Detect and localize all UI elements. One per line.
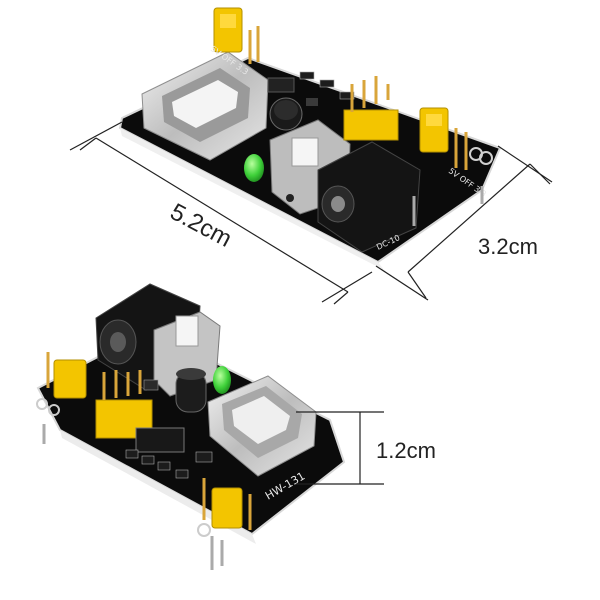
width-label: 3.2cm bbox=[478, 234, 538, 259]
top-jumper-right bbox=[419, 107, 493, 170]
top-capacitor bbox=[269, 97, 303, 131]
bottom-led bbox=[213, 366, 231, 394]
bottom-smd-parts bbox=[125, 379, 213, 479]
top-smd-resistors bbox=[299, 71, 355, 106]
bottom-capacitor bbox=[175, 368, 207, 413]
bottom-jumper-right bbox=[197, 478, 252, 537]
bottom-jumper-left bbox=[36, 352, 87, 416]
bottom-usb-port bbox=[207, 375, 317, 477]
top-regulator bbox=[267, 77, 295, 93]
top-led bbox=[244, 154, 264, 182]
bottom-board: HW-131 bbox=[36, 283, 346, 570]
top-jumper-left bbox=[213, 7, 260, 64]
height-label: 1.2cm bbox=[376, 438, 436, 463]
top-dc-jack bbox=[317, 141, 421, 253]
height-dimension-line bbox=[296, 411, 384, 485]
width-dimension-line bbox=[375, 145, 553, 301]
top-board: 5V OFF 3.3 bbox=[118, 7, 502, 270]
top-usb-port bbox=[141, 51, 269, 161]
bottom-header-pins bbox=[95, 370, 153, 439]
length-dimension-line bbox=[69, 121, 373, 305]
top-header-pins bbox=[343, 76, 399, 141]
